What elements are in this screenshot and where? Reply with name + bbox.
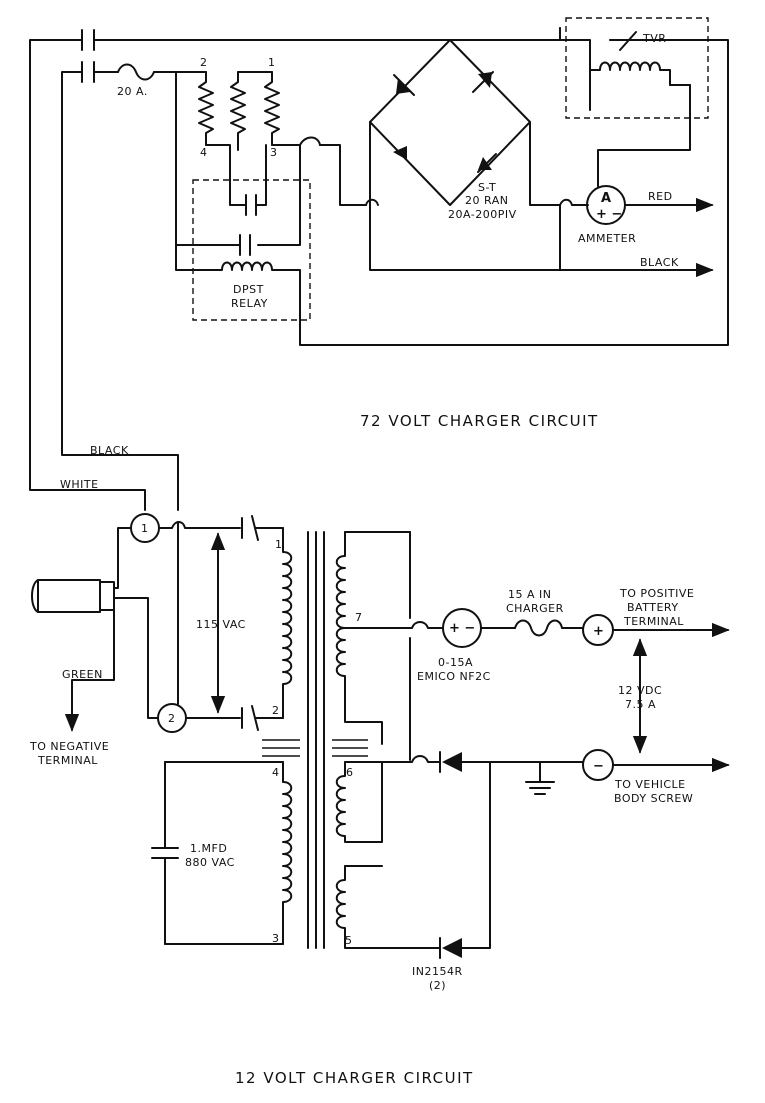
ammeter-letter: A bbox=[601, 191, 611, 206]
fuse-20a-label: 20 A. bbox=[117, 85, 148, 98]
secondary-winding-7 bbox=[335, 531, 383, 745]
hv-winding bbox=[282, 761, 293, 945]
diode-label-2: (2) bbox=[429, 979, 446, 992]
pin-2: 2 bbox=[272, 704, 279, 717]
resistor-left bbox=[230, 71, 246, 146]
vac-115-label: 115 VAC bbox=[196, 618, 246, 631]
terminal-1: 1 bbox=[268, 56, 275, 69]
cap-label-1: 1.MFD bbox=[190, 842, 227, 855]
cap-label-2: 880 VAC bbox=[185, 856, 235, 869]
bridge-rectifier bbox=[365, 39, 561, 271]
ammeter-label: AMMETER bbox=[578, 232, 636, 245]
red-label: RED bbox=[648, 190, 673, 203]
power-cord bbox=[31, 527, 159, 732]
bridge-label-1: S-T bbox=[478, 181, 496, 194]
black-label: BLACK bbox=[90, 444, 129, 457]
black-feed-wire bbox=[61, 71, 179, 511]
diode-label-1: IN2154R bbox=[412, 965, 463, 978]
pos-label-3: TERMINAL bbox=[623, 615, 684, 628]
negative-sign: − bbox=[593, 759, 604, 774]
pos-label-2: BATTERY bbox=[627, 601, 679, 614]
tvr-box bbox=[565, 17, 709, 119]
upper-title: 72 VOLT CHARGER CIRCUIT bbox=[360, 412, 599, 430]
fuse-15a bbox=[514, 619, 584, 637]
primary-winding bbox=[282, 527, 293, 719]
pin-4: 4 bbox=[272, 766, 279, 779]
relay-coil bbox=[214, 39, 729, 346]
dpst-relay-box bbox=[192, 179, 311, 321]
pin-5: 5 bbox=[345, 934, 352, 947]
contact-bottom bbox=[81, 61, 119, 83]
to-negative-label-2: TERMINAL bbox=[37, 754, 98, 767]
green-label: GREEN bbox=[62, 668, 103, 681]
relay-label-1: DPST bbox=[233, 283, 264, 296]
lower-title: 12 VOLT CHARGER CIRCUIT bbox=[235, 1069, 474, 1087]
meter-label-1: 0-15A bbox=[438, 656, 473, 669]
meter-polarity: + − bbox=[449, 621, 475, 636]
terminal-4: 4 bbox=[200, 146, 207, 159]
transformer-core bbox=[262, 531, 368, 949]
white-label: WHITE bbox=[60, 478, 99, 491]
diode-upper bbox=[439, 751, 491, 773]
terminal-2: 2 bbox=[200, 56, 207, 69]
veh-label-1: TO VEHICLE bbox=[614, 778, 686, 791]
contact-top bbox=[81, 27, 561, 51]
tvr-coil bbox=[559, 27, 671, 86]
white-feed-wire bbox=[29, 39, 146, 511]
resistor-2-4 bbox=[198, 71, 214, 146]
relay-label-2: RELAY bbox=[231, 297, 268, 310]
amps-label: 7.5 A bbox=[625, 698, 656, 711]
secondary-winding-5 bbox=[335, 865, 441, 949]
positive-sign: + bbox=[593, 624, 604, 639]
ground-symbol bbox=[525, 761, 555, 795]
fuse-15a-label-2: CHARGER bbox=[506, 602, 564, 615]
diode-lower bbox=[439, 761, 491, 959]
lower-circuit: BLACK WHITE GREEN TO NEGATIVE TERMINAL 1… bbox=[29, 444, 730, 1087]
bridge-label-2: 20 RAN bbox=[465, 194, 508, 207]
secondary-winding-6 bbox=[335, 761, 383, 843]
pin-7: 7 bbox=[355, 611, 362, 624]
pin-6: 6 bbox=[346, 766, 353, 779]
meter-label-2: EMICO NF2C bbox=[417, 670, 491, 683]
vdc-label: 12 VDC bbox=[618, 684, 662, 697]
pin-3: 3 bbox=[272, 932, 279, 945]
ammeter-polarity: + − bbox=[596, 207, 622, 222]
upper-circuit: 20 A. 2 1 4 3 DPST RELAY bbox=[29, 17, 729, 511]
tvr-label: TVR bbox=[642, 32, 666, 45]
plug-terminal-2-num: 2 bbox=[168, 712, 175, 725]
plug-terminal-1-num: 1 bbox=[141, 522, 148, 535]
pin-1: 1 bbox=[275, 538, 282, 551]
pos-label-1: TO POSITIVE bbox=[619, 587, 694, 600]
resistor-1-3 bbox=[264, 71, 280, 146]
to-negative-label-1: TO NEGATIVE bbox=[29, 740, 109, 753]
terminal-3: 3 bbox=[270, 146, 277, 159]
veh-label-2: BODY SCREW bbox=[614, 792, 693, 805]
fuse-15a-label-1: 15 A IN bbox=[508, 588, 552, 601]
relay-contacts bbox=[229, 144, 267, 256]
bridge-label-3: 20A-200PIV bbox=[448, 208, 517, 221]
fuse-20a bbox=[117, 63, 155, 81]
black-out-label: BLACK bbox=[640, 256, 679, 269]
